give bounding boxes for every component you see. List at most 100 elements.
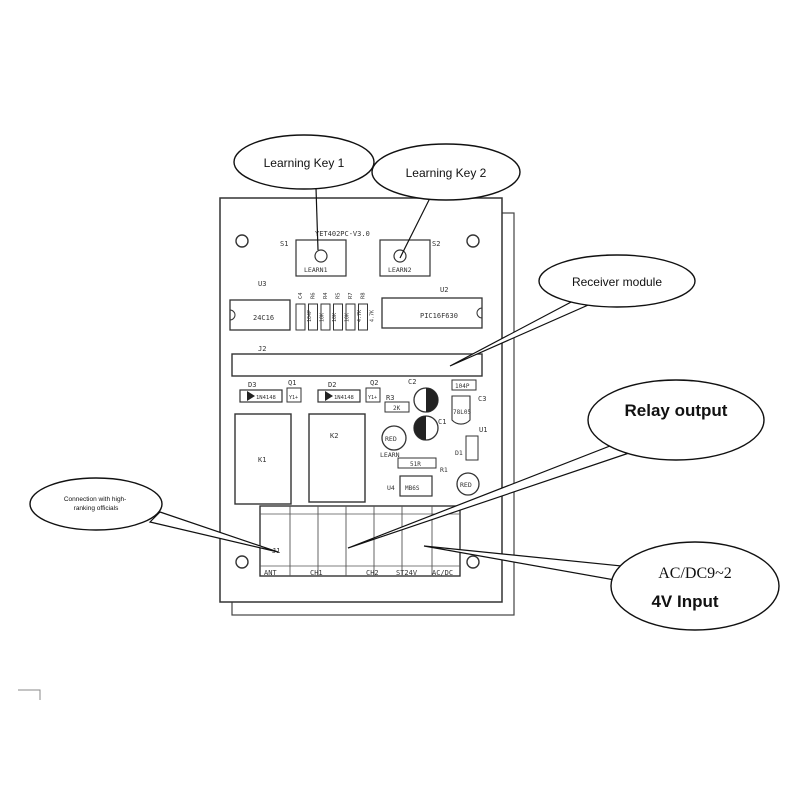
resistor-r1 (397, 457, 437, 469)
u3-chip-label: 24C16 (253, 314, 274, 322)
u3-chip (229, 299, 291, 331)
d3-label: D3 (248, 381, 256, 389)
callout-receiver-module (538, 254, 696, 308)
mounting-hole (466, 555, 480, 569)
callout-learning-key-2-text: Learning Key 2 (406, 166, 487, 180)
d1-label: D1 (455, 449, 463, 457)
learn-switch-2 (379, 239, 431, 277)
callout-antenna-line-1: Connection with high- (64, 496, 127, 503)
learn-led-color: RED (385, 435, 397, 443)
power-led-color: RED (460, 481, 472, 489)
u2-chip (381, 297, 483, 329)
bridge-u4 (399, 475, 433, 497)
diode-d3 (239, 389, 283, 403)
small-part-body (358, 303, 368, 331)
relay-k2 (308, 413, 366, 503)
small-part-body (345, 303, 356, 331)
u3-label: U3 (258, 280, 266, 288)
q2-label: Q2 (370, 379, 378, 387)
callout-power-input-line2: 4V Input (651, 592, 718, 611)
terminal-ch2: CH2 (366, 569, 379, 577)
mounting-hole (235, 555, 249, 569)
learn-switch-1 (295, 239, 347, 277)
terminal-ant: ANT (264, 569, 277, 577)
cap-104p-label: 104P (455, 383, 470, 390)
regulator-78l05 (451, 395, 471, 425)
callout-power-input-line1: AC/DC9~2 (658, 565, 732, 582)
callout-antenna-text: Connection with high- ranking officials (64, 496, 128, 512)
s2-label: S2 (432, 240, 440, 248)
r1-value: 51R (410, 461, 421, 468)
small-part-body (295, 303, 306, 331)
callout-relay-output-text: Relay output (625, 401, 728, 420)
diode-d2-symbol (325, 391, 333, 401)
learn2-label: LEARN2 (388, 266, 412, 274)
small-part-label: R7 (348, 292, 354, 299)
regulator-label: 78L05 (453, 409, 471, 416)
callout-relay-output (587, 379, 765, 461)
learn-switch-2-button (393, 249, 407, 263)
learn-switch-1-button (314, 249, 328, 263)
transistor-q1 (286, 387, 302, 403)
mounting-hole (235, 234, 249, 248)
q2-value: Y1+ (368, 395, 377, 401)
callout-pointer-learning-key-1 (315, 187, 319, 251)
d3-value: 1N4148 (256, 395, 276, 401)
crop-mark (18, 689, 41, 700)
r1-label: R1 (440, 466, 448, 474)
c1-label: C1 (438, 418, 446, 426)
u2-chip-label: PIC16F630 (420, 312, 458, 320)
terminal-block (259, 505, 461, 577)
learn-led (381, 425, 407, 451)
c3-label: C3 (478, 395, 486, 403)
callout-learning-key-2 (371, 143, 521, 201)
terminal-ch1: CH1 (310, 569, 323, 577)
u2-label: U2 (440, 286, 448, 294)
small-part-label: C4 (298, 292, 304, 299)
cap-104p (451, 379, 477, 391)
relay-k1 (234, 413, 292, 505)
small-part-label: R4 (323, 292, 329, 299)
small-part-label: R8 (361, 292, 367, 299)
small-part-label: R6 (311, 292, 317, 299)
k2-label: K2 (330, 432, 338, 440)
diode-d2 (317, 389, 361, 403)
q1-value: Y1+ (289, 395, 298, 401)
callout-learning-key-1-text: Learning Key 1 (264, 156, 345, 170)
small-part-body (333, 303, 343, 331)
small-part-value: 4.7K (370, 310, 376, 322)
j2-label: J2 (258, 345, 266, 353)
small-part-label: R5 (336, 292, 342, 299)
r3-label: R3 (386, 394, 394, 402)
receiver-module-header (231, 353, 483, 377)
callout-pointer-learning-key-2 (399, 197, 431, 259)
resistor-r3 (384, 401, 410, 413)
u1-label: U1 (479, 426, 487, 434)
callout-learning-key-1 (233, 134, 375, 190)
terminal-st24v: ST24V (396, 569, 418, 577)
callout-power-input (610, 541, 780, 631)
small-part-value: 10K (320, 313, 326, 322)
small-part-body (308, 303, 318, 331)
mounting-hole (466, 234, 480, 248)
d2-label: D2 (328, 381, 336, 389)
callout-antenna (29, 477, 163, 531)
small-part-value: 10K (345, 313, 351, 322)
learn1-label: LEARN1 (304, 266, 328, 274)
terminal-dividers (289, 506, 433, 576)
k1-label: K1 (258, 456, 266, 464)
r3-value: 2K (393, 405, 401, 412)
pcb-board (219, 197, 503, 603)
mb6s-label: MB6S (405, 485, 420, 492)
u4-label: U4 (387, 484, 395, 492)
small-part-value: 4.7K (357, 310, 363, 322)
callout-antenna-line-2: ranking officials (74, 505, 119, 512)
s1-label: S1 (280, 240, 288, 248)
transistor-q2 (365, 387, 381, 403)
callout-receiver-module-text: Receiver module (572, 275, 662, 289)
small-part-value: 104P (307, 310, 313, 322)
c2-label: C2 (408, 378, 416, 386)
diode-d3-symbol (247, 391, 255, 401)
